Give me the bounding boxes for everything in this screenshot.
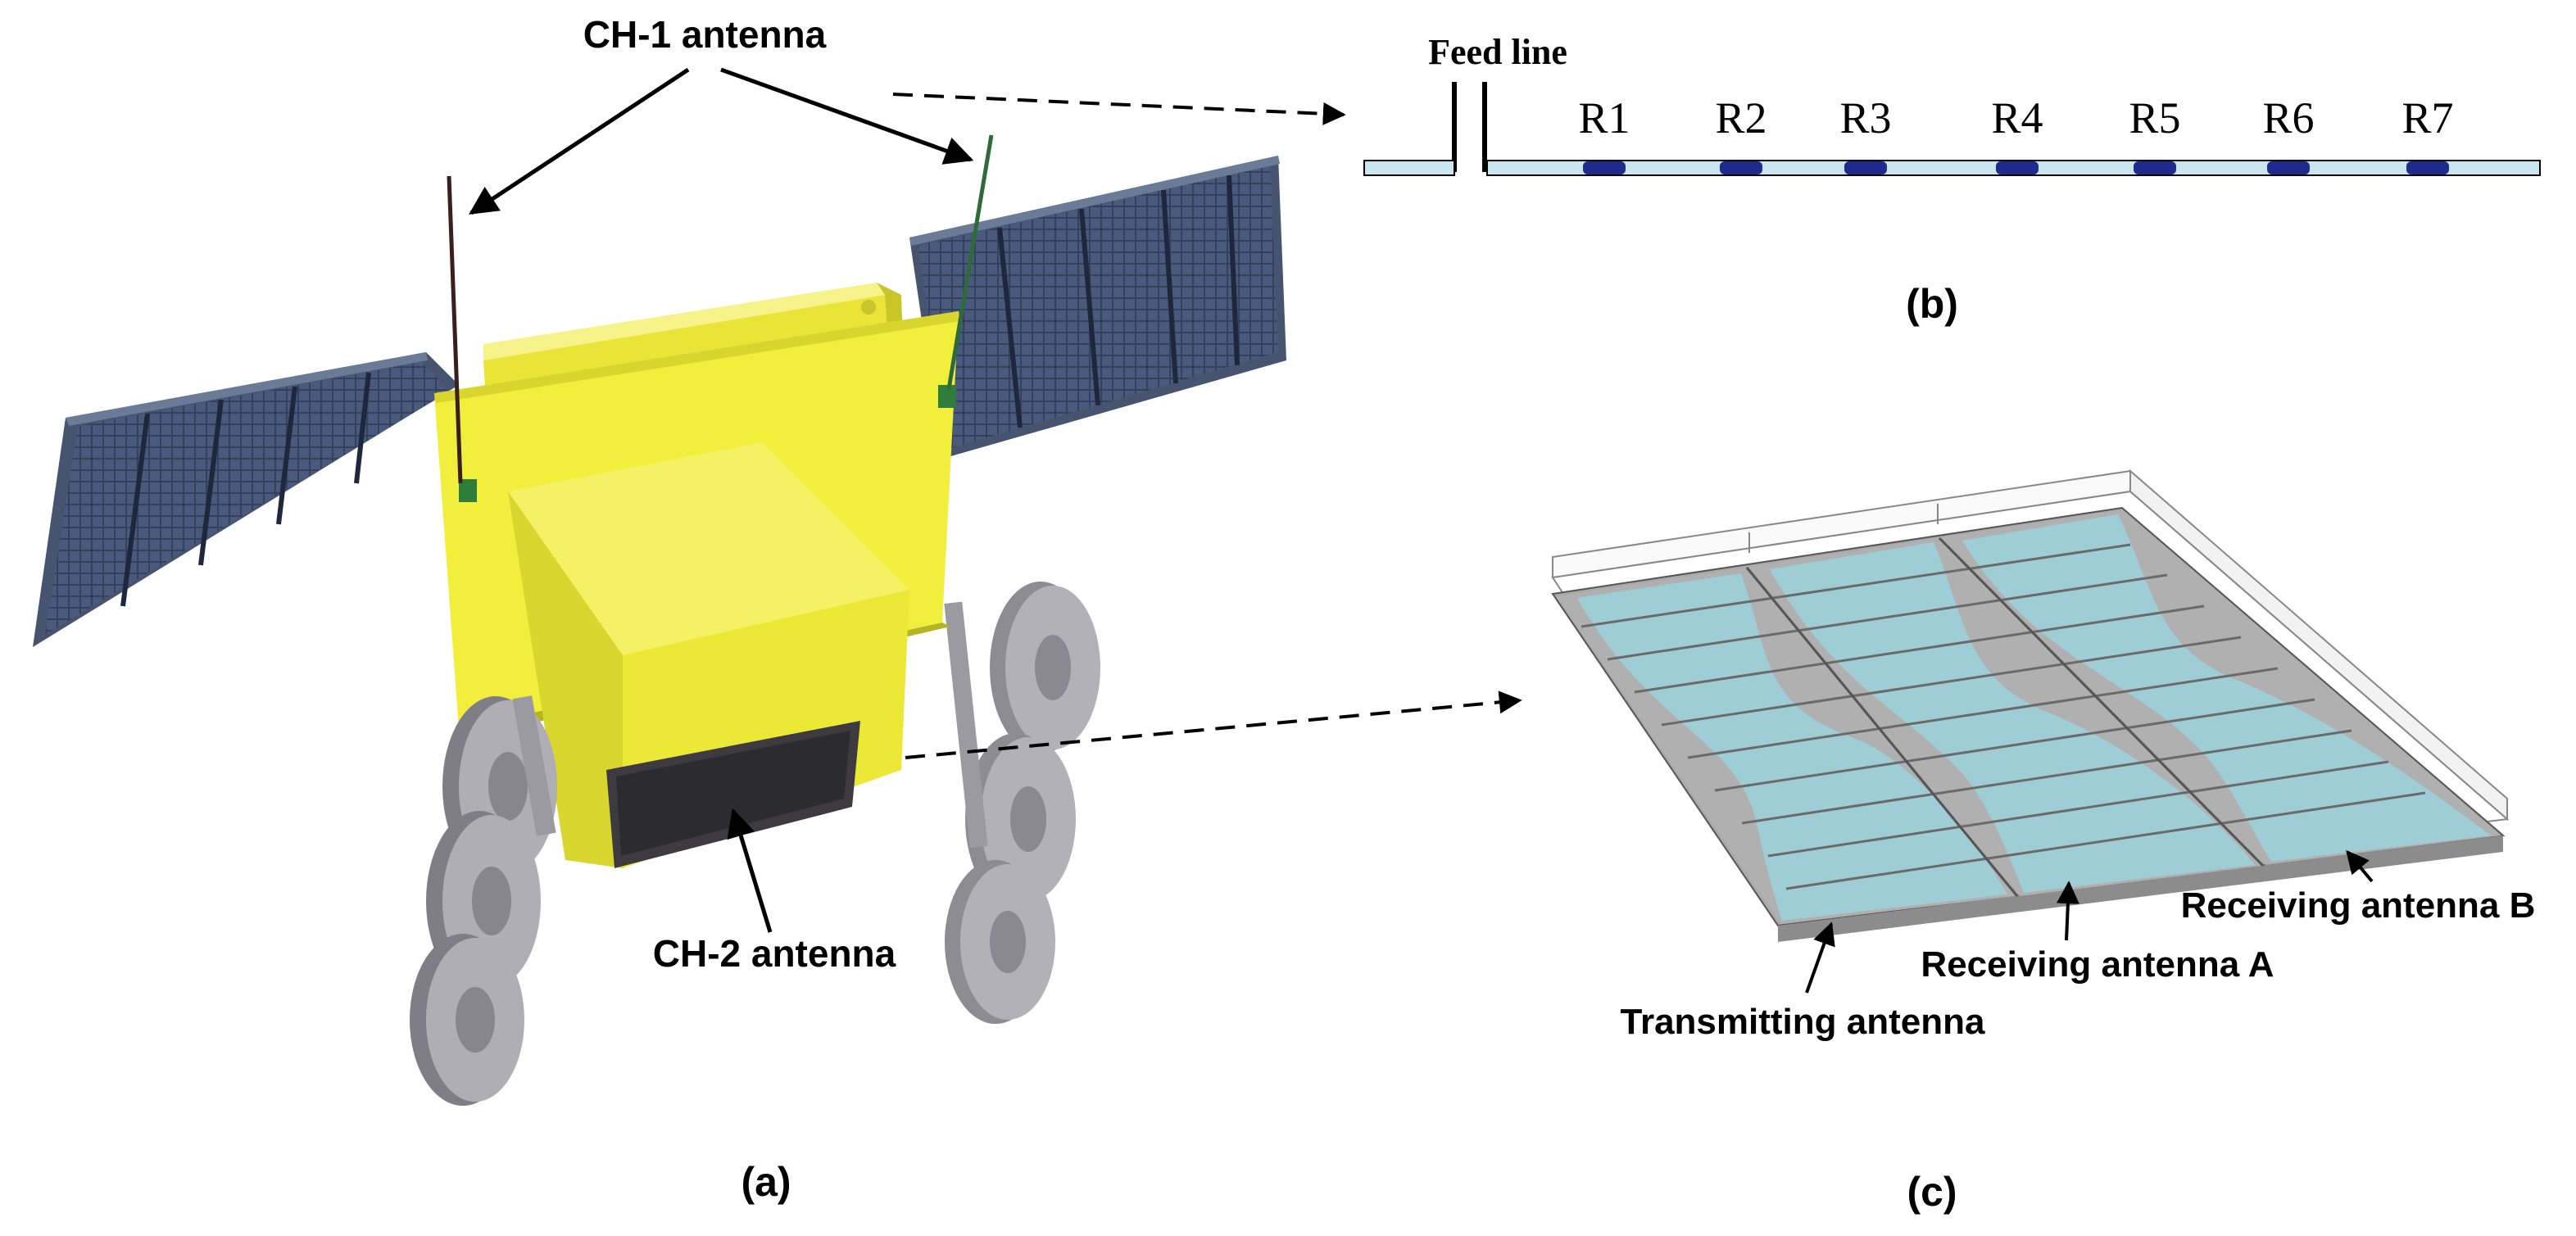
resonator-label-r6: R6: [2262, 93, 2314, 143]
resonator-pad-r5: [2134, 161, 2176, 174]
resonator-label-r5: R5: [2129, 93, 2180, 143]
right-solar-panel: [909, 156, 1286, 459]
resonator-pad-r7: [2406, 161, 2449, 174]
ch2-antenna-label: CH-2 antenna: [653, 932, 896, 975]
feed-line-stub: [1363, 160, 1455, 176]
ch1-antenna-right-mast: [946, 134, 994, 390]
right-mast-mount: [938, 385, 956, 408]
transmitting-antenna-label: Transmitting antenna: [1621, 1002, 1985, 1042]
receiving-antenna-b-label: Receiving antenna B: [2181, 885, 2536, 926]
ch1-antenna-label: CH-1 antenna: [583, 13, 827, 56]
rover-illustration: [33, 134, 1286, 1106]
resonator-pad-r3: [1844, 161, 1887, 174]
resonator-label-r1: R1: [1578, 93, 1630, 143]
dashed-arrow-to-c: [905, 690, 1522, 759]
tx-arrow: [1805, 921, 1835, 994]
resonator-label-r3: R3: [1839, 93, 1891, 143]
left-mast-mount: [459, 479, 477, 502]
antenna-cell-receiving-b: [1942, 509, 2501, 865]
receiving-antenna-a-label: Receiving antenna A: [1921, 944, 2274, 985]
resonator-label-r2: R2: [1715, 93, 1766, 143]
resonator-pad-r4: [1996, 161, 2039, 174]
feed-line-diagram: Feed line R1 R2 R3 R4 R5 R6 R7 (b): [1363, 32, 2541, 327]
caption-a: (a): [741, 1159, 791, 1205]
rx-a-arrow: [2056, 881, 2079, 941]
ch1-arrow-left: [469, 67, 690, 215]
rear-wheels: [944, 582, 1100, 1024]
rx-b-arrow: [2346, 849, 2374, 883]
feed-line-label: Feed line: [1428, 32, 1567, 72]
left-solar-panel: [33, 352, 459, 647]
resonator-pad-r1: [1583, 161, 1626, 174]
resonator-pad-r6: [2267, 161, 2310, 174]
resonator-group: R1 R2 R3 R4 R5 R6 R7: [1578, 93, 2454, 174]
front-wheels: [410, 695, 557, 1106]
dashed-arrow-to-b: [892, 93, 1346, 125]
ch1-arrow-right: [720, 67, 974, 165]
antenna-strip-lines: [1581, 543, 2426, 890]
antenna-array-diagram: Transmitting antenna Receiving antenna A…: [1551, 469, 2536, 1215]
caption-c: (c): [1907, 1169, 1957, 1215]
antenna-cell-receiving-a: [1749, 538, 2261, 896]
rover-body: [508, 442, 909, 868]
resonator-pad-r2: [1720, 161, 1762, 174]
caption-b: (b): [1906, 281, 1958, 327]
ch1-antenna-left-mast: [447, 175, 463, 484]
resonator-label-r7: R7: [2401, 93, 2453, 143]
resonator-label-r4: R4: [1991, 93, 2043, 143]
ch2-arrow: [727, 808, 773, 933]
